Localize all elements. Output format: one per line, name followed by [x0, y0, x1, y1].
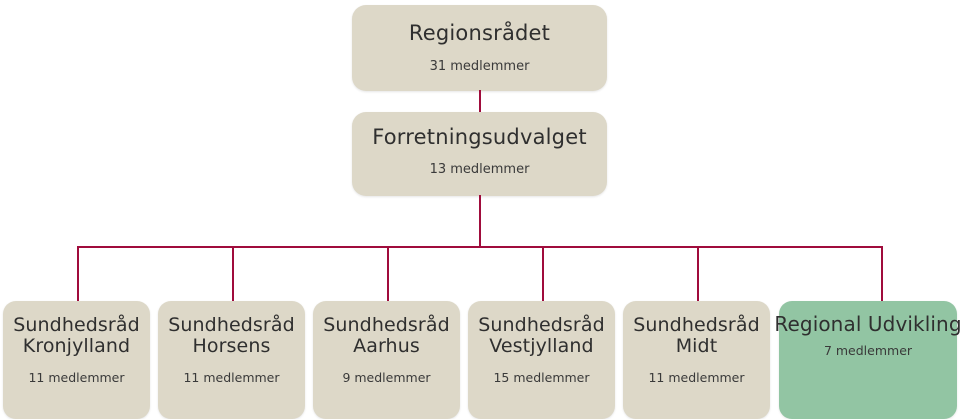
node-title-line1: Sundhedsråd	[478, 314, 605, 336]
node-title: Sundhedsråd Vestjylland	[478, 314, 605, 358]
node-title-line1: Sundhedsråd	[323, 314, 450, 336]
connector-drop-aarhus	[387, 247, 389, 302]
node-forretningsudvalget[interactable]: Forretningsudvalget 13 medlemmer	[352, 112, 607, 196]
node-member-count: 11 medlemmer	[648, 369, 745, 385]
node-sundhedsraad-midt[interactable]: Sundhedsråd Midt 11 medlemmer	[623, 301, 770, 419]
node-member-count: 31 medlemmer	[429, 58, 530, 74]
node-member-count: 15 medlemmer	[493, 369, 590, 385]
node-sundhedsraad-horsens[interactable]: Sundhedsråd Horsens 11 medlemmer	[158, 301, 305, 419]
connector-regionsraadet-to-forretningsudvalget	[479, 90, 481, 113]
node-title: Regionsrådet	[408, 21, 551, 45]
node-member-count: 11 medlemmer	[28, 369, 125, 385]
node-title-line2: Aarhus	[353, 335, 420, 358]
node-title-line1: Sundhedsråd	[168, 314, 295, 336]
connector-horizontal-bus	[77, 246, 883, 248]
node-title: Sundhedsråd Horsens	[168, 314, 295, 358]
node-title-line1: Sundhedsråd	[13, 314, 140, 336]
node-title-line2: Vestjylland	[489, 335, 594, 358]
node-title-line1: Regional Udvikling	[774, 312, 960, 336]
node-member-count: 13 medlemmer	[429, 161, 530, 177]
node-title-line2: Kronjylland	[22, 335, 131, 358]
connector-drop-midt	[697, 247, 699, 302]
connector-drop-vestjylland	[542, 247, 544, 302]
node-sundhedsraad-aarhus[interactable]: Sundhedsråd Aarhus 9 medlemmer	[313, 301, 460, 419]
node-regionsraadet[interactable]: Regionsrådet 31 medlemmer	[352, 5, 607, 91]
node-title-line1: Sundhedsråd	[633, 314, 760, 336]
node-title: Sundhedsråd Aarhus	[323, 314, 450, 358]
node-title-line2: Horsens	[192, 335, 271, 358]
node-member-count: 9 medlemmer	[342, 369, 431, 385]
connector-drop-kronjylland	[77, 247, 79, 302]
connector-forretningsudvalget-to-bus	[479, 195, 481, 248]
connector-drop-horsens	[232, 247, 234, 302]
node-title: Sundhedsråd Kronjylland	[13, 314, 140, 358]
node-title: Forretningsudvalget	[372, 125, 587, 149]
node-title: Regional Udvikling	[774, 313, 960, 335]
node-sundhedsraad-vestjylland[interactable]: Sundhedsråd Vestjylland 15 medlemmer	[468, 301, 615, 419]
node-member-count: 7 medlemmer	[823, 343, 913, 359]
node-title-line2: Midt	[675, 335, 718, 358]
connector-drop-regional-udvikling	[881, 247, 883, 302]
node-member-count: 11 medlemmer	[183, 369, 280, 385]
node-regional-udvikling[interactable]: Regional Udvikling 7 medlemmer	[774, 301, 960, 419]
node-title: Sundhedsråd Midt	[633, 314, 760, 358]
node-sundhedsraad-kronjylland[interactable]: Sundhedsråd Kronjylland 11 medlemmer	[3, 301, 150, 419]
